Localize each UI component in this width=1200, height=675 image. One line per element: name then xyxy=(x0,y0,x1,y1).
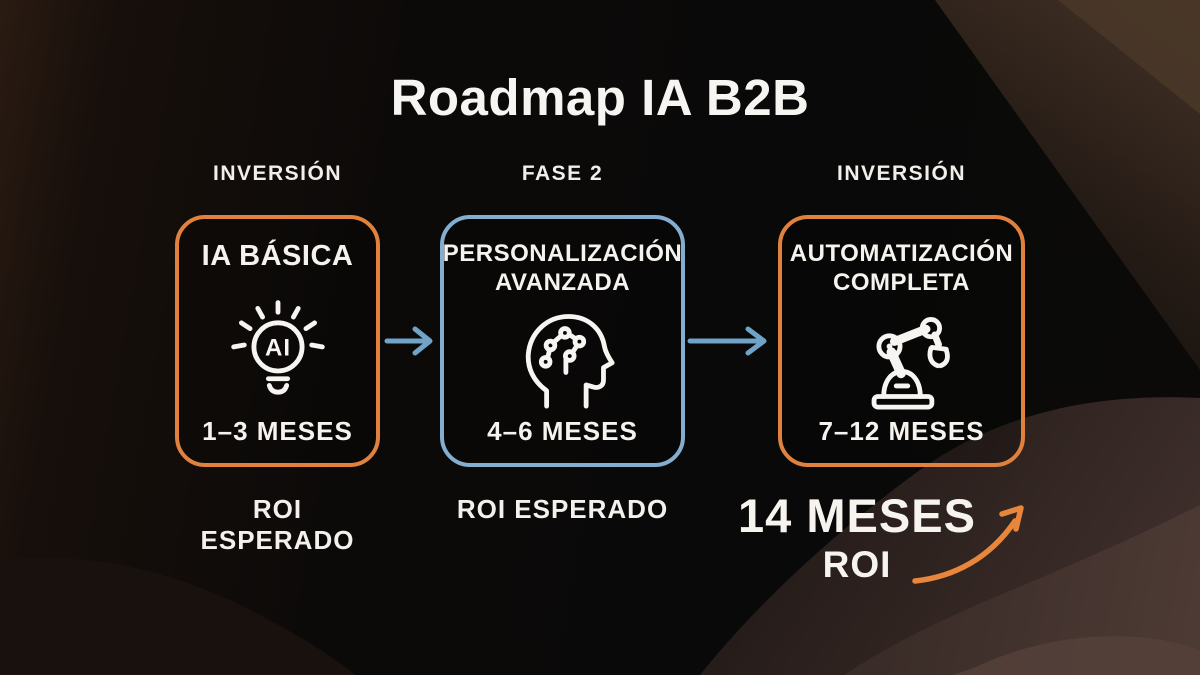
page-title: Roadmap IA B2B xyxy=(390,69,810,126)
ai-lightbulb-icon: AI xyxy=(230,300,325,395)
phase-3-name: AUTOMATIZACIÓN COMPLETA xyxy=(789,240,1014,297)
roi-callout-value: 14 MESES xyxy=(738,489,976,542)
roi-expected-label-2: ROI ESPERADO xyxy=(456,494,669,524)
phase-1-basic-ai: INVERSIÓN IA BÁSICA AI 1–3 MESES xyxy=(175,162,380,467)
arrow-right-icon xyxy=(384,326,433,356)
phase-2-advanced-personalization: FASE 2 PERSONALIZACIÓN AVANZADA xyxy=(440,162,685,467)
phase-3-full-automation: INVERSIÓN AUTOMATIZACIÓN COMPLETA xyxy=(778,162,1025,467)
roi-expected-label-1: ROI ESPERADO xyxy=(200,494,355,555)
phase-3-duration: 7–12 MESES xyxy=(818,416,985,446)
arrow-right-icon xyxy=(687,326,767,356)
head-circuit-icon xyxy=(525,313,615,409)
phase-3-box: AUTOMATIZACIÓN COMPLETA 7–12 M xyxy=(778,215,1025,467)
phase-1-name: IA BÁSICA xyxy=(201,240,354,272)
robot-arm-icon xyxy=(871,316,950,410)
phase-2-top-label: FASE 2 xyxy=(521,162,604,185)
growth-arrow-icon xyxy=(912,505,1024,584)
svg-text:AI: AI xyxy=(264,335,290,362)
roi-callout: 14 MESES ROI xyxy=(728,490,986,585)
phase-2-name: PERSONALIZACIÓN AVANZADA xyxy=(442,240,683,297)
phase-3-top-label: INVERSIÓN xyxy=(836,162,967,185)
phase-2-duration: 4–6 MESES xyxy=(487,416,638,446)
phase-1-duration: 1–3 MESES xyxy=(202,416,353,446)
phase-1-box: IA BÁSICA AI 1–3 MESES xyxy=(175,215,380,467)
roi-callout-label: ROI xyxy=(822,543,892,585)
phase-2-box: PERSONALIZACIÓN AVANZADA 4–6 MESES xyxy=(440,215,685,467)
phase-1-top-label: INVERSIÓN xyxy=(212,162,343,185)
